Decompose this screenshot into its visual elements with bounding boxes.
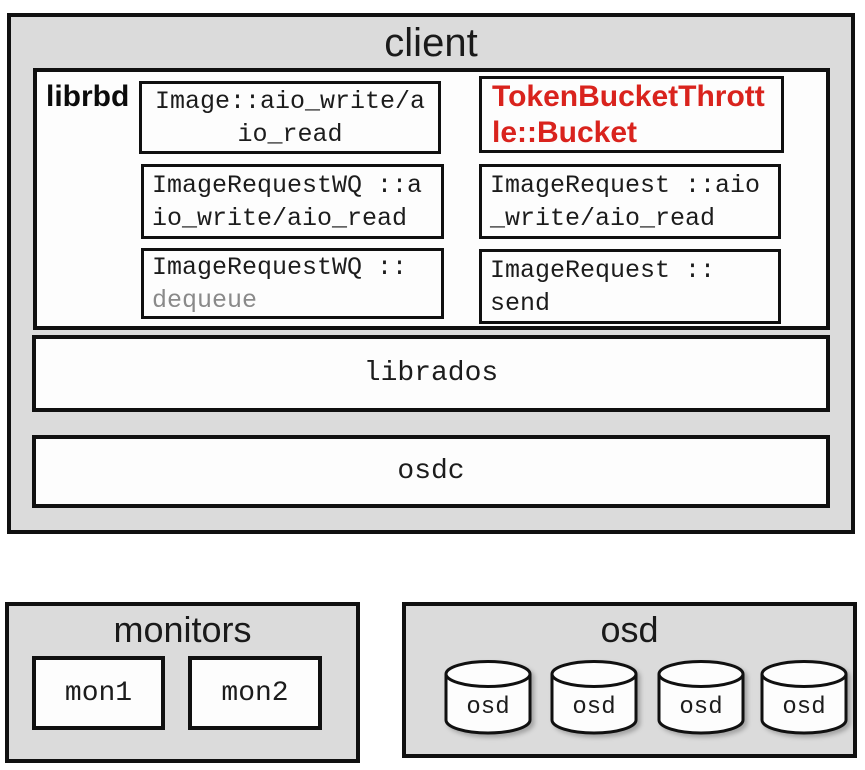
osd-cylinder-label: osd: [782, 694, 825, 721]
mon2-label: mon2: [221, 677, 289, 709]
osd-box: osd osd osd osd osd: [402, 602, 857, 758]
box-imagerequestwq-aio-write-read: ImageRequestWQ ::a io_write/aio_read: [141, 164, 444, 239]
osd-cylinder-label: osd: [572, 694, 615, 721]
box-image-aio-write-read: Image::aio_write/a io_read: [139, 81, 441, 154]
osd-cylinder-icon: osd: [657, 660, 745, 735]
librados-box: librados: [32, 335, 830, 412]
box-imagerequestwq-dequeue-line1: ImageRequestWQ ::: [152, 252, 408, 282]
osd-cylinder-icon: osd: [760, 660, 848, 735]
osdc-label: osdc: [397, 456, 465, 487]
osd-cylinder-icon: osd: [444, 660, 532, 735]
box-imagerequestwq-dequeue-line2: dequeue: [152, 285, 258, 315]
box-imagerequest-send: ImageRequest :: send: [479, 249, 781, 324]
osdc-box: osdc: [32, 435, 830, 508]
librbd-panel: librbd Image::aio_write/a io_read TokenB…: [33, 68, 830, 330]
mon2-node: mon2: [188, 656, 322, 730]
box-imagerequestwq-dequeue: ImageRequestWQ :: dequeue: [141, 248, 444, 319]
box-imagerequest-aio-write-read: ImageRequest ::aio _write/aio_read: [479, 164, 781, 239]
osd-cylinder-label: osd: [679, 694, 722, 721]
box-imagerequest-send-line2: send: [490, 288, 551, 318]
osd-cylinder-label: osd: [466, 694, 509, 721]
client-title: client: [384, 21, 478, 65]
box-tokenbucketthrottle-bucket: TokenBucketThrott le::Bucket: [479, 76, 784, 153]
client-box: client librbd Image::aio_write/a io_read…: [7, 13, 855, 534]
osd-cylinder-icon: osd: [550, 660, 638, 735]
mon1-node: mon1: [32, 656, 165, 730]
monitors-title: monitors: [113, 609, 252, 650]
librbd-label: librbd: [46, 80, 130, 113]
librados-label: librados: [363, 358, 499, 389]
mon1-label: mon1: [64, 677, 133, 709]
osd-title: osd: [600, 609, 659, 650]
monitors-box: monitors mon1 mon2: [5, 602, 360, 763]
box-imagerequest-send-line1: ImageRequest ::: [490, 255, 716, 285]
